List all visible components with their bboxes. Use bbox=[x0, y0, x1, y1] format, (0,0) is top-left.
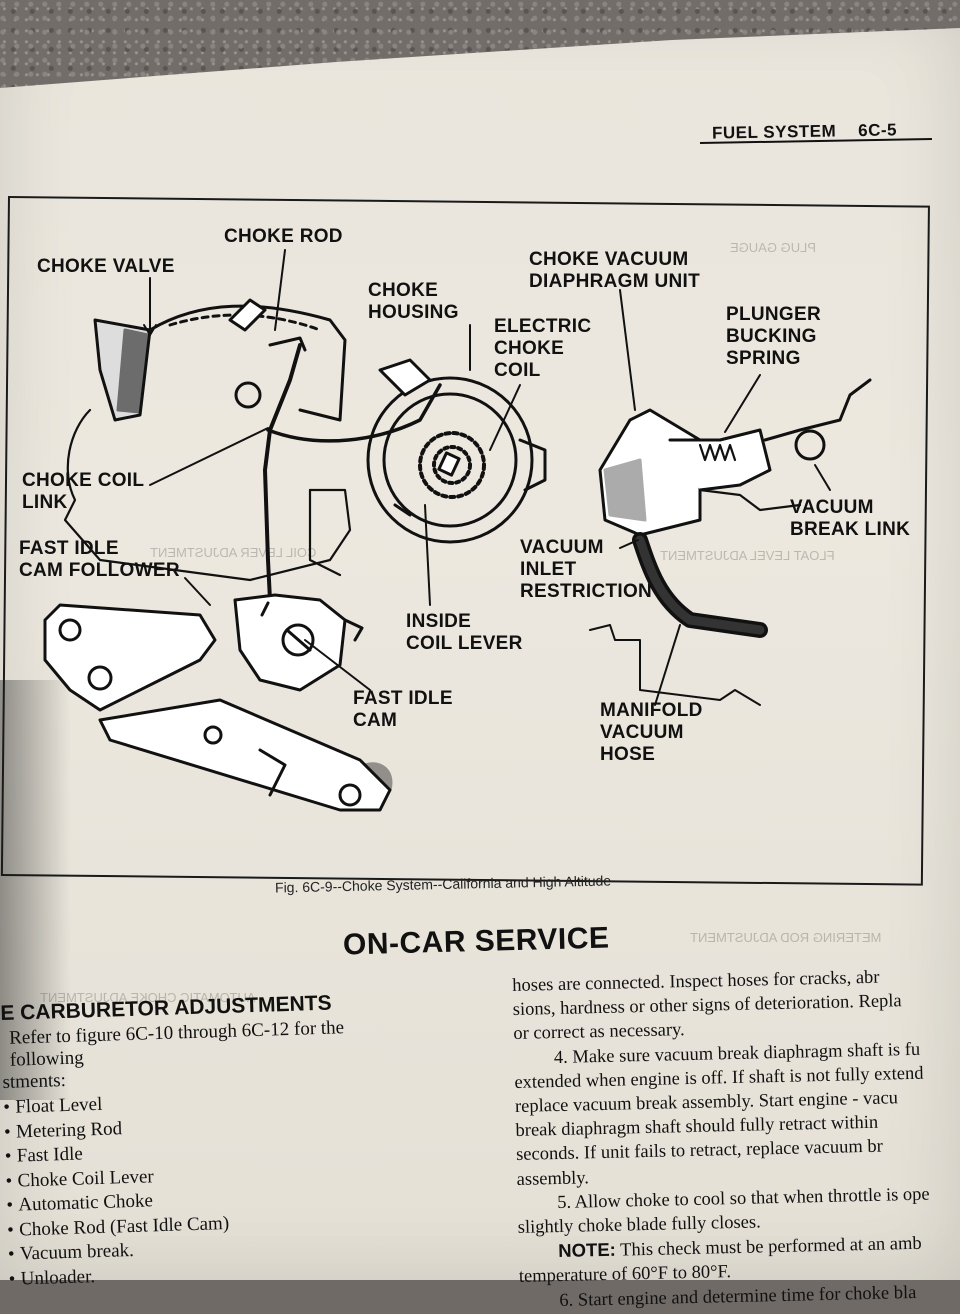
choke-housing-drawing bbox=[366, 358, 547, 544]
note-text: This check must be performed at an amb bbox=[619, 1234, 922, 1261]
callout-choke-housing: CHOKE HOUSING bbox=[368, 280, 459, 323]
choke-system-diagram bbox=[43, 249, 872, 812]
left-column: E CARBURETOR ADJUSTMENTS Refer to figure… bbox=[0, 989, 429, 1292]
callout-choke-rod: CHOKE ROD bbox=[224, 226, 343, 247]
callout-choke-coil-link: CHOKE COIL LINK bbox=[22, 470, 145, 513]
callout-choke-valve: CHOKE VALVE bbox=[37, 256, 175, 277]
callout-inside-coil-lever: INSIDE COIL LEVER bbox=[406, 611, 523, 654]
choke-valve-drawing bbox=[93, 298, 347, 422]
vacuum-diaphragm-drawing bbox=[598, 378, 872, 537]
callout-fast-idle-cam-follower: FAST IDLE CAM FOLLOWER bbox=[19, 538, 180, 581]
fast-idle-cam-drawing bbox=[233, 593, 364, 692]
choke-coil-link-drawing bbox=[266, 383, 442, 443]
callout-vacuum-break-link: VACUUM BREAK LINK bbox=[790, 497, 911, 540]
leader-lines bbox=[143, 249, 831, 706]
callout-choke-vacuum-diaphragm-unit: CHOKE VACUUM DIAPHRAGM UNIT bbox=[529, 249, 700, 292]
note-label: NOTE: bbox=[558, 1238, 617, 1262]
callout-electric-choke-coil: ELECTRIC CHOKE COIL bbox=[494, 316, 592, 381]
right-column: hoses are connected. Inspect hoses for c… bbox=[512, 963, 960, 1313]
choke-rod-drawing bbox=[263, 343, 302, 602]
callout-vacuum-inlet-restriction: VACUUM INLET RESTRICTION bbox=[520, 537, 653, 602]
callout-manifold-vacuum-hose: MANIFOLD VACUUM HOSE bbox=[600, 700, 703, 765]
adjustment-list: •Float Level •Metering Rod •Fast Idle •C… bbox=[3, 1083, 429, 1292]
section-title: ON-CAR SERVICE bbox=[342, 921, 610, 962]
callout-plunger-bucking-spring: PLUNGER BUCKING SPRING bbox=[726, 304, 821, 369]
hand-shadow bbox=[0, 680, 70, 1100]
throttle-lever-drawing bbox=[43, 603, 393, 812]
bleed-through-text: METERING ROD ADJUSTMENT bbox=[690, 930, 882, 945]
callout-fast-idle-cam: FAST IDLE CAM bbox=[353, 688, 453, 731]
